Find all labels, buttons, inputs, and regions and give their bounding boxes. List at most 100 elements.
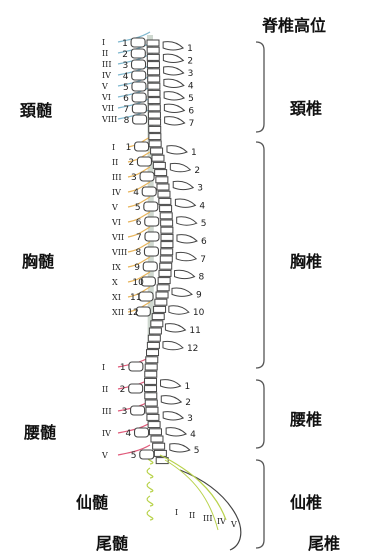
- vertebral-body: [157, 285, 169, 291]
- vertebral-body: [148, 112, 160, 118]
- spinous-process-thoracic: [173, 181, 193, 189]
- cord-label-lumbar: 腰髄: [24, 419, 56, 443]
- root-number-thoracic: 6: [136, 218, 142, 228]
- vertebral-body: [145, 378, 157, 384]
- root-number-thoracic: 8: [135, 248, 141, 258]
- vertebral-body: [158, 191, 170, 197]
- vertebra-number-thoracic: 4: [199, 201, 205, 211]
- nerve-number-cervical: IV: [102, 71, 111, 80]
- root-box-thoracic: [140, 172, 154, 181]
- spinous-process-thoracic: [177, 217, 197, 225]
- vertebral-body: [151, 148, 163, 154]
- vertebral-body: [158, 278, 170, 284]
- spinous-process-thoracic: [177, 235, 197, 243]
- spinous-process-thoracic: [170, 163, 190, 171]
- root-box-cervical: [132, 71, 146, 80]
- root-box-cervical: [133, 115, 147, 124]
- vertebra-number-thoracic: 3: [197, 184, 203, 194]
- nerve-number-thoracic: VIII: [111, 248, 127, 257]
- nerve-number-sacral: V: [230, 520, 237, 529]
- vertebral-body: [151, 321, 163, 327]
- vertebral-body: [147, 54, 159, 60]
- vertebral-body: [161, 249, 173, 255]
- vertebra-number-cervical: 1: [187, 44, 193, 54]
- vertebra-label-coccygeal: 尾椎: [308, 530, 340, 554]
- vertebral-body: [148, 69, 160, 75]
- vertebral-body: [149, 429, 161, 435]
- root-number-thoracic: 7: [136, 233, 142, 243]
- vertebral-body: [161, 234, 173, 240]
- root-number-lumbar: 4: [126, 429, 132, 439]
- vertebral-body: [149, 141, 161, 147]
- sacrum-outline: [180, 470, 241, 550]
- vertebral-body: [148, 105, 160, 111]
- nerve-fiber-sacral: [147, 510, 153, 520]
- spinous-process-cervical: [164, 92, 184, 100]
- spinous-process-thoracic: [172, 288, 192, 296]
- vertebra-label-cervical: 頚椎: [290, 95, 322, 119]
- vertebra-number-cervical: 5: [188, 94, 194, 104]
- spinous-process-cervical: [164, 79, 184, 87]
- vertebral-body: [160, 213, 172, 219]
- root-box-lumbar: [129, 362, 143, 371]
- root-box-thoracic: [135, 142, 149, 151]
- vertebra-label-thoracic: 胸椎: [290, 248, 322, 272]
- vertebral-body: [154, 306, 166, 312]
- header-title: 脊椎高位: [262, 12, 326, 36]
- root-number-cervical: 7: [123, 105, 129, 115]
- spinous-process-thoracic: [175, 199, 195, 207]
- nerve-number-thoracic: II: [112, 158, 118, 167]
- nerve-number-cervical: I: [102, 38, 105, 47]
- vertebra-number-cervical: 2: [187, 57, 193, 67]
- vertebra-number-lumbar: 2: [185, 398, 191, 408]
- bracket-lumbar: [256, 380, 264, 448]
- vertebral-body: [153, 443, 165, 449]
- nerve-number-thoracic: V: [111, 203, 118, 212]
- vertebral-body: [148, 98, 160, 104]
- nerve-number-thoracic: XI: [112, 293, 121, 302]
- vertebra-number-thoracic: 11: [189, 326, 200, 336]
- vertebra-number-cervical: 3: [188, 69, 194, 79]
- vertebra-label-sacral: 仙椎: [290, 489, 322, 513]
- root-box-thoracic: [145, 217, 159, 226]
- vertebral-body: [149, 126, 161, 132]
- root-number-cervical: 8: [124, 116, 130, 126]
- nerve-number-thoracic: III: [112, 173, 121, 182]
- vertebral-body: [152, 314, 164, 320]
- spinous-process-thoracic: [163, 341, 183, 349]
- vertebral-body: [149, 119, 161, 125]
- vertebral-body: [156, 177, 168, 183]
- nerve-fiber-sacral: [147, 496, 153, 506]
- vertebral-body: [159, 270, 171, 276]
- nerve-number-lumbar: II: [102, 385, 108, 394]
- root-number-thoracic: 9: [134, 263, 140, 273]
- root-box-cervical: [131, 49, 145, 58]
- spinous-process-cervical: [164, 104, 184, 112]
- nerve-number-thoracic: VI: [111, 218, 121, 227]
- vertebral-body: [155, 299, 167, 305]
- vertebral-body: [160, 256, 172, 262]
- root-box-thoracic: [144, 202, 158, 211]
- spinous-process-cervical: [164, 67, 184, 75]
- root-number-thoracic: 5: [135, 203, 141, 213]
- root-number-cervical: 1: [122, 39, 128, 49]
- root-box-cervical: [131, 38, 145, 47]
- spinous-process-thoracic: [175, 270, 195, 278]
- vertebral-body: [148, 76, 160, 82]
- root-box-lumbar: [129, 384, 143, 393]
- root-box-thoracic: [142, 187, 156, 196]
- root-box-thoracic: [144, 247, 158, 256]
- cord-label-cervical: 頚髄: [20, 97, 52, 121]
- vertebra-number-lumbar: 1: [185, 382, 191, 392]
- spinous-process-lumbar: [163, 412, 183, 420]
- spinous-process-thoracic: [167, 146, 187, 154]
- vertebral-body: [147, 414, 159, 420]
- vertebral-body: [148, 335, 160, 341]
- root-box-thoracic: [143, 262, 157, 271]
- root-number-thoracic: 3: [131, 173, 137, 183]
- vertebra-number-lumbar: 4: [190, 430, 196, 440]
- root-box-cervical: [132, 60, 146, 69]
- nerve-number-cervical: VI: [101, 93, 111, 102]
- root-box-cervical: [132, 93, 146, 102]
